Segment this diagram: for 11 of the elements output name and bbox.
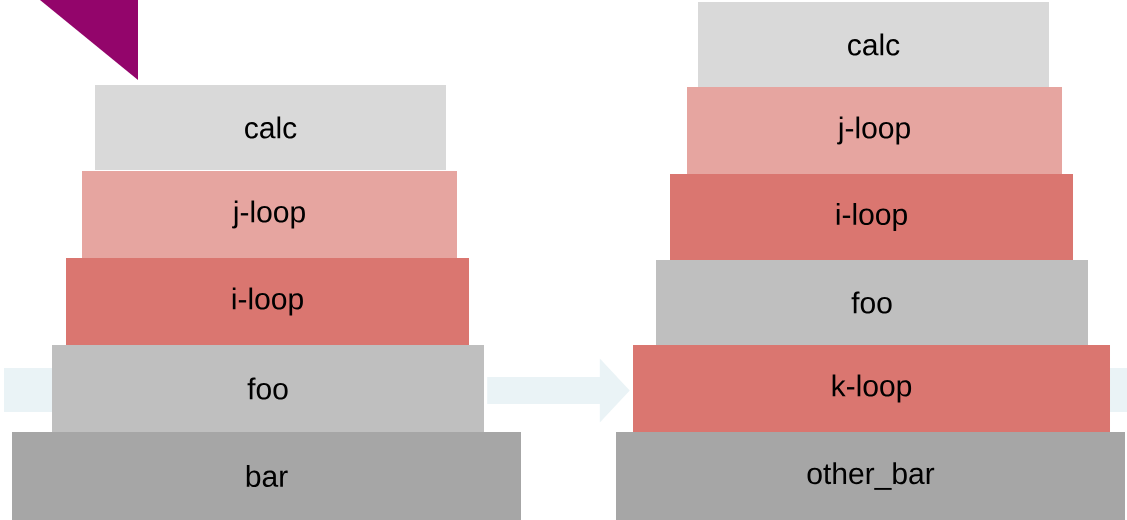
stack-layer: i-loop (66, 258, 469, 345)
stack-layer: j-loop (687, 87, 1062, 174)
stack-layer: i-loop (670, 174, 1073, 260)
stack-layer: k-loop (633, 345, 1110, 432)
stack-layer: j-loop (82, 171, 457, 258)
stack-layer: calc (698, 2, 1049, 87)
stack-layer: other_bar (616, 432, 1125, 520)
stack-layer: foo (52, 345, 484, 432)
stack-layer: bar (12, 432, 521, 520)
stack-layer: foo (656, 260, 1088, 345)
stack-layer: calc (95, 85, 446, 170)
